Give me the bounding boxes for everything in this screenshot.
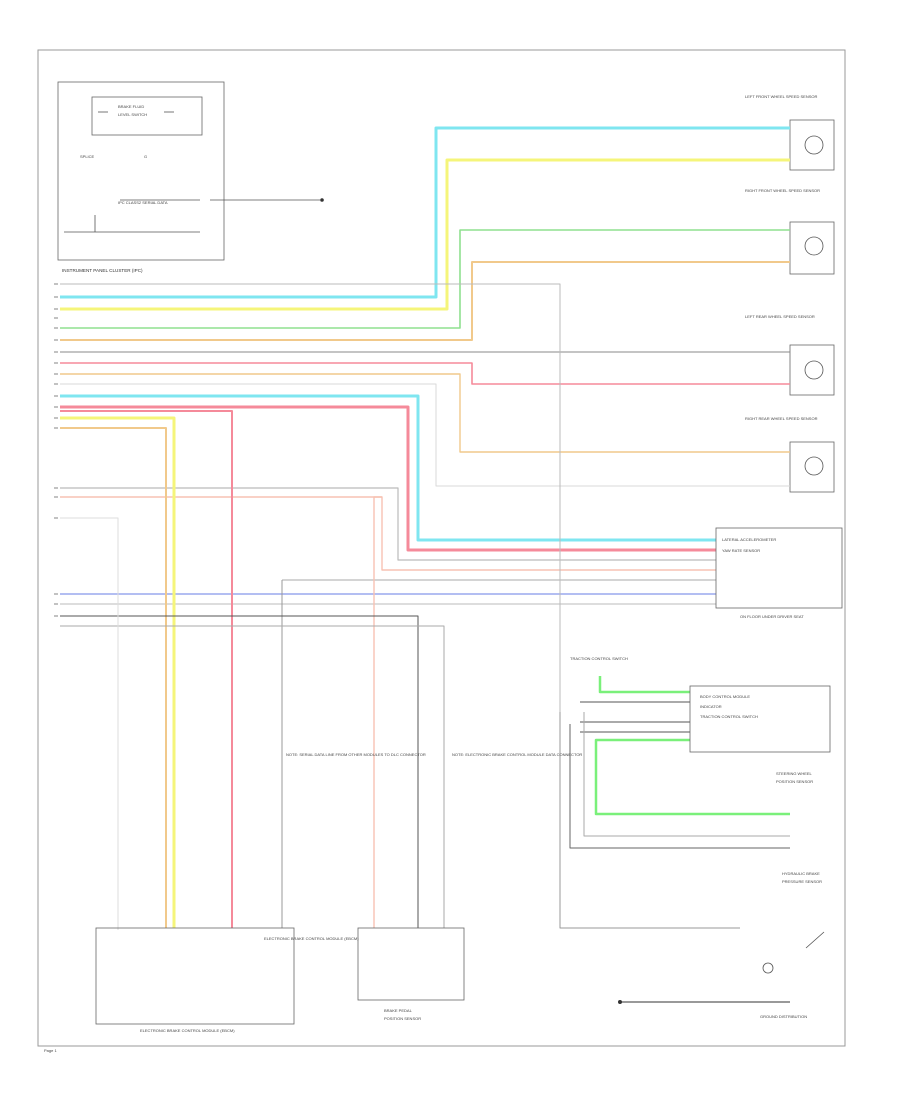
brake-switch-frame	[57, 81, 225, 261]
sensor-rf-label: RIGHT FRONT WHEEL SPEED SENSOR	[745, 188, 820, 193]
wire-yellow-lf	[60, 158, 790, 311]
splice-label: SPLICE	[80, 154, 95, 159]
left-connector-pins	[54, 283, 58, 617]
ground-label: GROUND DISTRIBUTION	[760, 1014, 807, 1019]
sensor-lr-box	[789, 344, 835, 396]
sensor-lr-label: LEFT REAR WHEEL SPEED SENSOR	[745, 314, 815, 319]
wire-tan-rf	[60, 261, 790, 341]
page-ref: Page 1	[44, 1048, 57, 1053]
brake-switch-block: BRAKE FLUID LEVEL SWITCH SPLICE G IPC CL…	[57, 81, 324, 261]
ground-block: GROUND DISTRIBUTION	[618, 1000, 807, 1019]
ebcm-title: ELECTRONIC BRAKE CONTROL MODULE (EBCM)	[264, 936, 359, 941]
wire-yellow-ebcm	[60, 416, 176, 928]
wire-gray-steer	[583, 712, 790, 837]
hydraulic-sensor: HYDRAULIC BRAKE PRESSURE SENSOR	[762, 871, 825, 974]
notes: NOTE: SERIAL DATA LINE FROM OTHER MODULE…	[286, 752, 582, 757]
wire-pink-lat	[60, 496, 716, 571]
wire-pink-ebcm	[373, 496, 382, 928]
brake-pedal-sensor: BRAKE PEDAL POSITION SENSOR	[357, 927, 465, 1021]
wire-tan-ebcm	[60, 427, 167, 928]
sensor-rf-box	[789, 221, 835, 275]
wire-tan-rr	[60, 373, 790, 453]
wire-bright-green-steer	[594, 738, 790, 816]
sensor-lf: LEFT FRONT WHEEL SPEED SENSOR	[745, 94, 835, 171]
connector-dot	[320, 198, 324, 202]
lat-accel-label-2: YAW RATE SENSOR	[722, 548, 760, 553]
wire-bright-green-tcs	[598, 676, 690, 694]
wire-black-steer-2	[569, 724, 790, 849]
sensor-lr: LEFT REAR WHEEL SPEED SENSOR	[745, 314, 835, 396]
lat-accel-note: ON FLOOR UNDER DRIVER SEAT	[740, 614, 804, 619]
steering-sensor: STEERING WHEEL POSITION SENSOR	[776, 771, 813, 784]
hyd-label-1: HYDRAULIC BRAKE	[782, 871, 820, 876]
lat-accel-label: LATERAL ACCELEROMETER	[722, 537, 776, 542]
lat-accel-box	[715, 527, 843, 609]
cluster-title: INSTRUMENT PANEL CLUSTER (IPC)	[62, 268, 143, 273]
wire-red-lr	[60, 362, 790, 385]
brake-switch-inner	[91, 96, 203, 136]
wire-black-ebcm	[60, 615, 419, 928]
sensor-lf-label: LEFT FRONT WHEEL SPEED SENSOR	[745, 94, 817, 99]
wire-red-lat	[60, 405, 716, 552]
wire-green-rf	[60, 229, 790, 329]
ebcm-bottom: ELECTRONIC BRAKE CONTROL MODULE (EBCM) E…	[95, 927, 359, 1033]
tcs-box-label-2: INDICATOR	[700, 704, 722, 709]
sensor-lf-box	[789, 119, 835, 171]
note-left: NOTE: SERIAL DATA LINE FROM OTHER MODULE…	[286, 752, 426, 757]
lateral-accelerometer: LATERAL ACCELEROMETER YAW RATE SENSOR ON…	[715, 527, 843, 619]
sensor-rr-box	[789, 441, 835, 493]
wire-gray-lat	[60, 487, 716, 561]
sensor-rr-coil	[804, 456, 824, 476]
wire-light-blue-lat	[60, 394, 716, 542]
wire-gray-center	[60, 283, 561, 712]
brake-label-1: BRAKE FLUID	[118, 104, 144, 109]
sensor-lf-coil	[804, 135, 824, 155]
sensor-lr-coil	[804, 360, 824, 380]
ground-dot	[618, 1000, 622, 1004]
wire-white-rr	[60, 383, 790, 487]
wire-red-ebcm	[60, 410, 233, 928]
wire-gray-right	[559, 712, 740, 929]
steer-label-2: POSITION SENSOR	[776, 779, 813, 784]
harness-wires	[60, 126, 790, 1003]
bottom-mid-label-2: POSITION SENSOR	[384, 1016, 421, 1021]
brake-label-2: LEVEL SWITCH	[118, 112, 147, 117]
tcs-box-label-3: TRACTION CONTROL SWITCH	[700, 714, 758, 719]
sensor-rr-label: RIGHT REAR WHEEL SPEED SENSOR	[745, 416, 818, 421]
brake-pedal-box	[357, 927, 465, 1001]
hyd-sensor-symbol	[762, 962, 774, 974]
bottom-left-label: ELECTRONIC BRAKE CONTROL MODULE (EBCM)	[140, 1028, 235, 1033]
wire-black-steer	[580, 701, 690, 733]
sensor-rr: RIGHT REAR WHEEL SPEED SENSOR	[745, 416, 835, 493]
ebcm-box	[95, 927, 295, 1025]
tcs-switch-label: TRACTION CONTROL SWITCH	[570, 656, 628, 661]
wire-white-ebcm	[60, 517, 119, 930]
cluster-small-label: IPC CLASS2 SERIAL DATA	[118, 200, 168, 205]
note-mid: NOTE: ELECTRONIC BRAKE CONTROL MODULE DA…	[452, 752, 582, 757]
sensor-rf-coil	[804, 236, 824, 256]
tcs-box-label-1: BODY CONTROL MODULE	[700, 694, 750, 699]
tcs-switch: TRACTION CONTROL SWITCH BODY CONTROL MOD…	[570, 656, 831, 753]
hyd-label-2: PRESSURE SENSOR	[782, 879, 822, 884]
ground-note: G	[144, 154, 147, 159]
sensor-rf: RIGHT FRONT WHEEL SPEED SENSOR	[745, 188, 835, 275]
outer-frame	[37, 49, 846, 1047]
tcs-box	[689, 685, 831, 753]
wire-gray-ebcm-2	[60, 625, 445, 928]
bottom-mid-label-1: BRAKE PEDAL	[384, 1008, 413, 1013]
steer-label-1: STEERING WHEEL	[776, 771, 813, 776]
wire-light-blue-lf	[60, 126, 790, 299]
